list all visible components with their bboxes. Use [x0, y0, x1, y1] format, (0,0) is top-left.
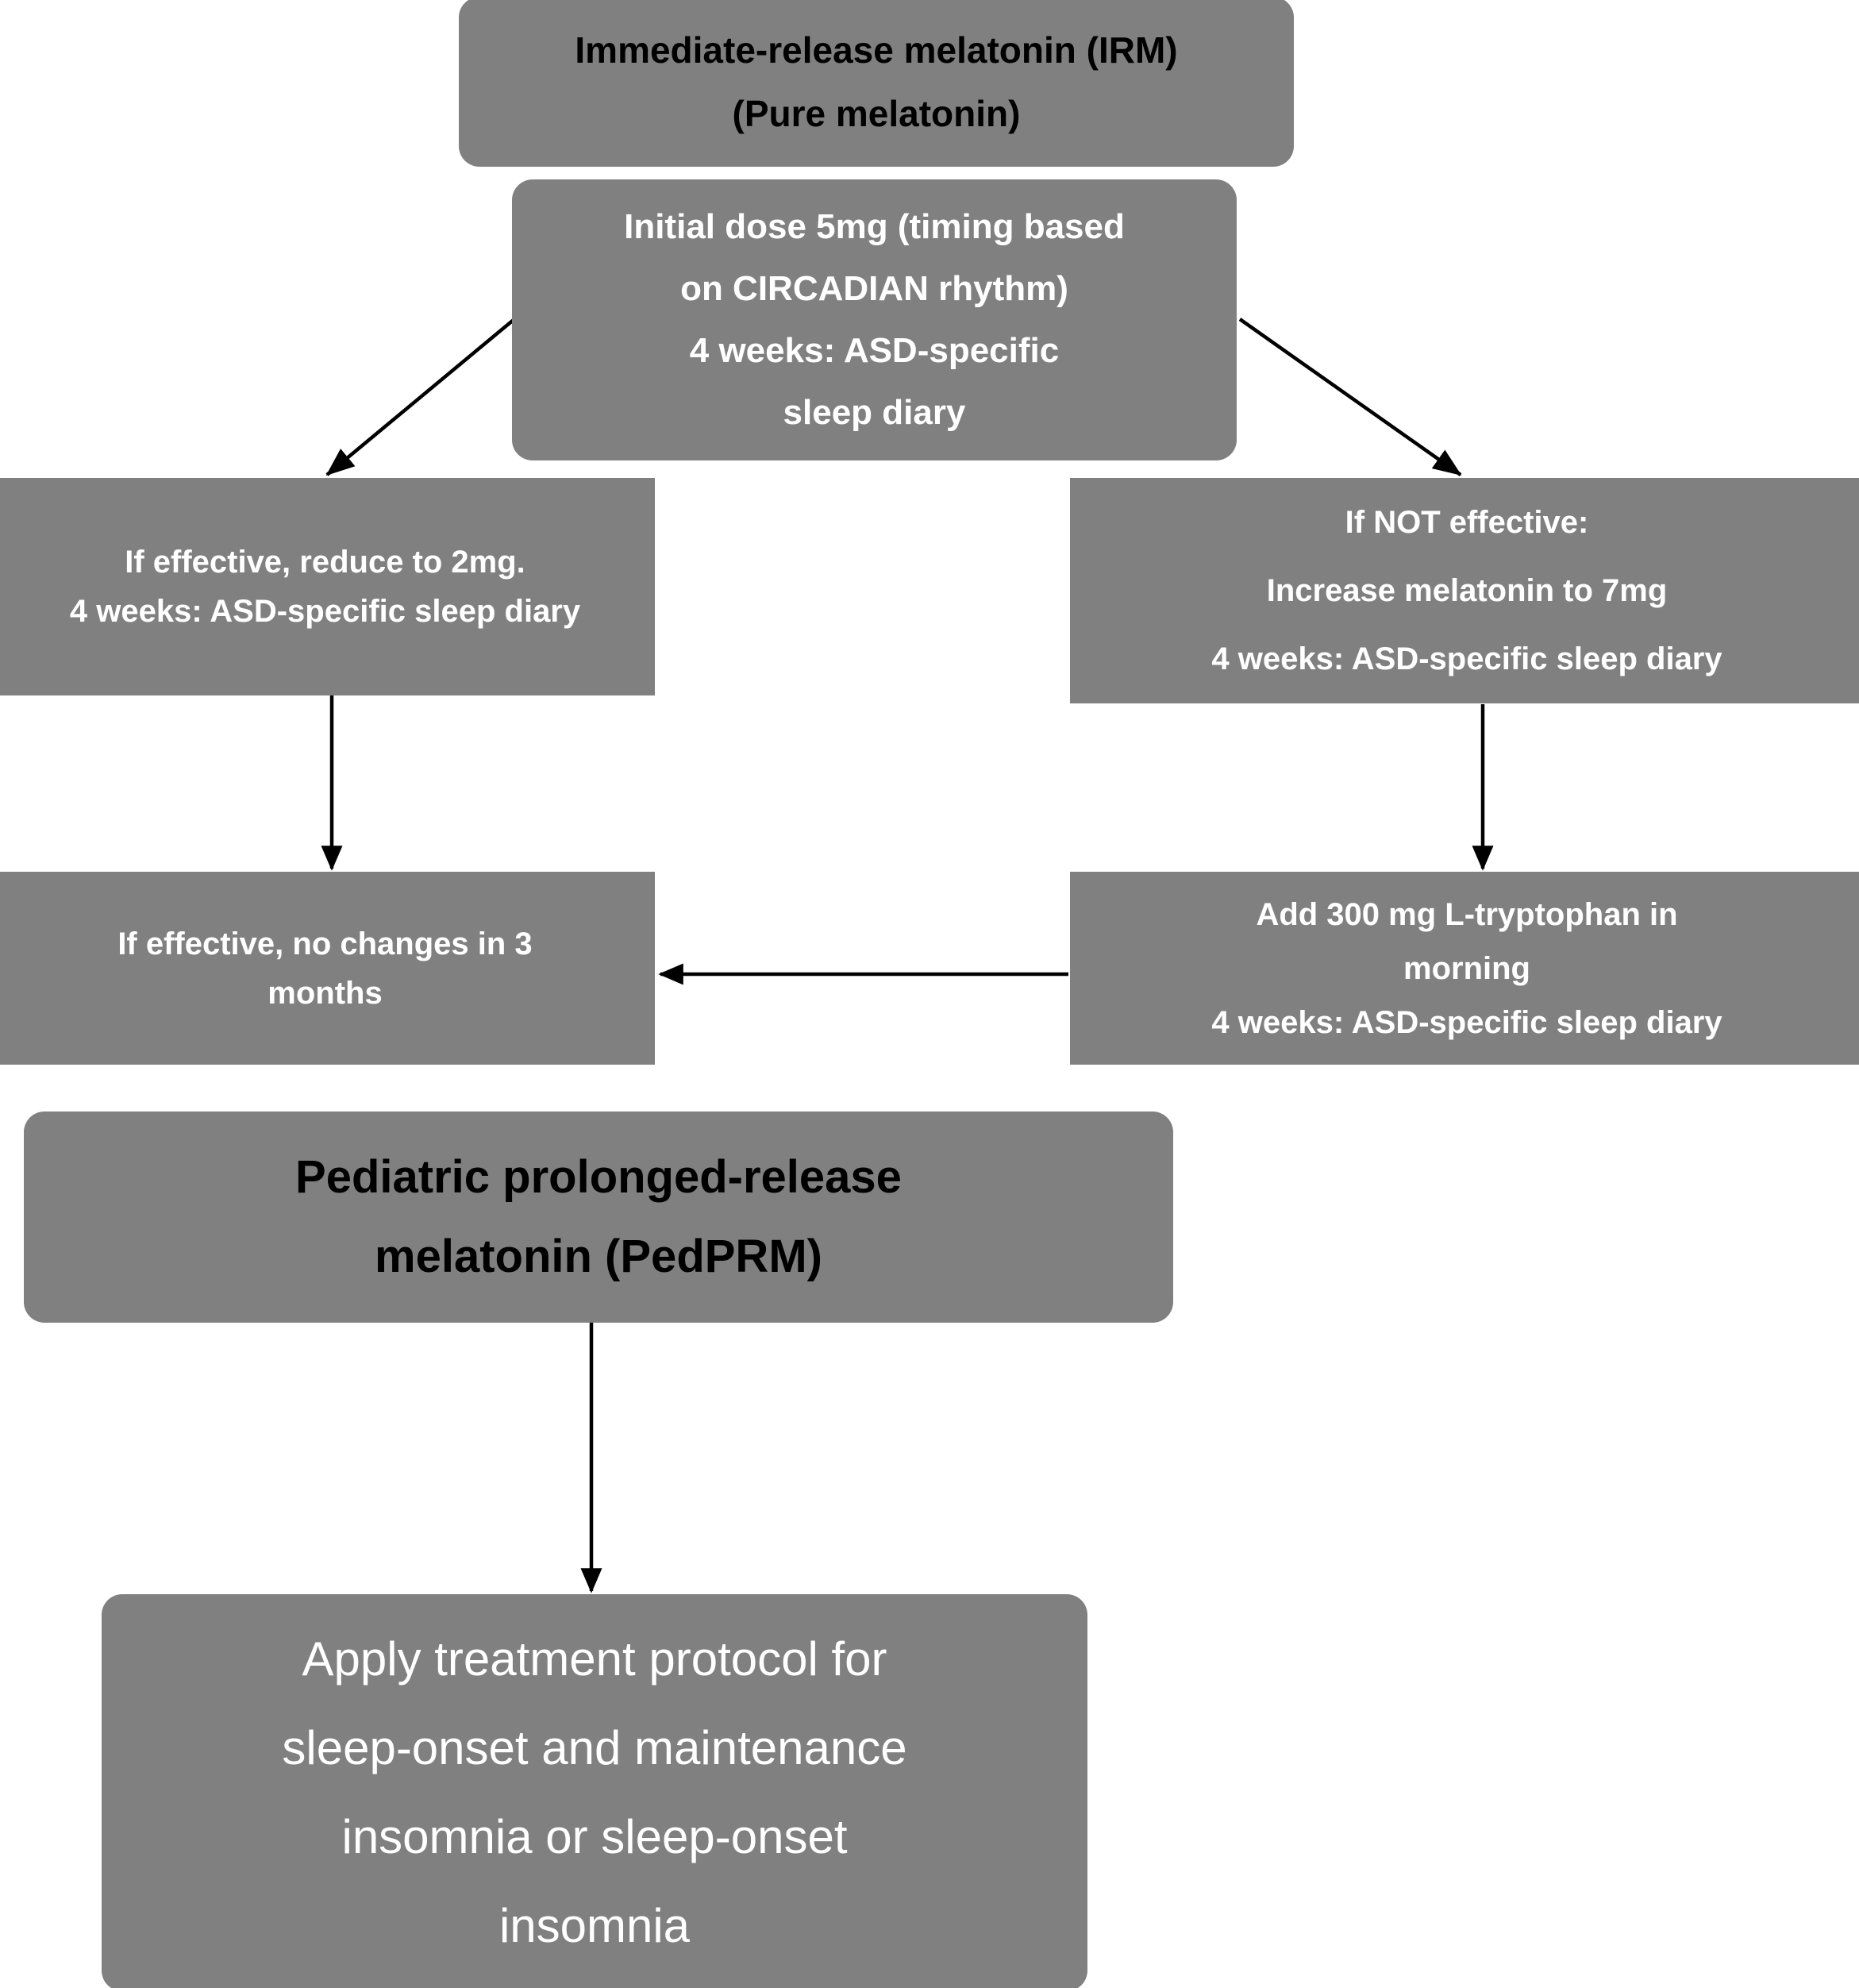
node-line: 4 weeks: ASD-specific sleep diary: [69, 594, 581, 629]
node-line: 4 weeks: ASD-specific: [689, 331, 1060, 370]
node-pediatric-prolonged-release-melatonin: Pediatric prolonged-release melatonin (P…: [24, 1112, 1173, 1323]
node-line: months: [267, 975, 383, 1011]
node-line: sleep diary: [783, 393, 966, 432]
node-line: insomnia or sleep-onset: [341, 1810, 848, 1863]
edge-initial-to-effective: [325, 318, 516, 476]
node-line: Immediate-release melatonin (IRM): [575, 29, 1178, 71]
node-if-effective-no-changes-3-months: If effective, no changes in 3 months: [0, 872, 655, 1065]
node-line: melatonin (PedPRM): [375, 1231, 822, 1282]
edge-initial-to-not-effective: [1238, 318, 1462, 476]
node-line: 4 weeks: ASD-specific sleep diary: [1211, 641, 1722, 676]
node-line: Increase melatonin to 7mg: [1266, 573, 1668, 608]
node-apply-treatment-protocol: Apply treatment protocol for sleep-onset…: [102, 1594, 1087, 1988]
node-add-l-tryptophan: Add 300 mg L-tryptophan in morning 4 wee…: [1070, 872, 1859, 1065]
node-line: Initial dose 5mg (timing based: [624, 207, 1125, 246]
node-line: morning: [1403, 950, 1530, 986]
node-immediate-release-melatonin: Immediate-release melatonin (IRM) (Pure …: [459, 0, 1294, 167]
node-line: If effective, reduce to 2mg.: [125, 545, 525, 580]
node-if-not-effective-increase-to-7mg: If NOT effective: Increase melatonin to …: [1070, 478, 1859, 703]
node-if-effective-reduce-to-2mg: If effective, reduce to 2mg. 4 weeks: AS…: [0, 478, 655, 695]
node-line: Apply treatment protocol for: [302, 1632, 887, 1686]
node-line: 4 weeks: ASD-specific sleep diary: [1211, 1004, 1722, 1040]
node-line: If NOT effective:: [1345, 505, 1589, 540]
node-line: on CIRCADIAN rhythm): [680, 269, 1068, 308]
node-line: sleep-onset and maintenance: [282, 1721, 907, 1774]
node-line: Add 300 mg L-tryptophan in: [1256, 896, 1678, 932]
node-line: If effective, no changes in 3: [117, 926, 533, 961]
node-line: (Pure melatonin): [732, 93, 1021, 134]
node-line: insomnia: [498, 1899, 691, 1952]
node-initial-dose: Initial dose 5mg (timing based on CIRCAD…: [512, 179, 1237, 460]
node-line: Pediatric prolonged-release: [295, 1151, 902, 1203]
